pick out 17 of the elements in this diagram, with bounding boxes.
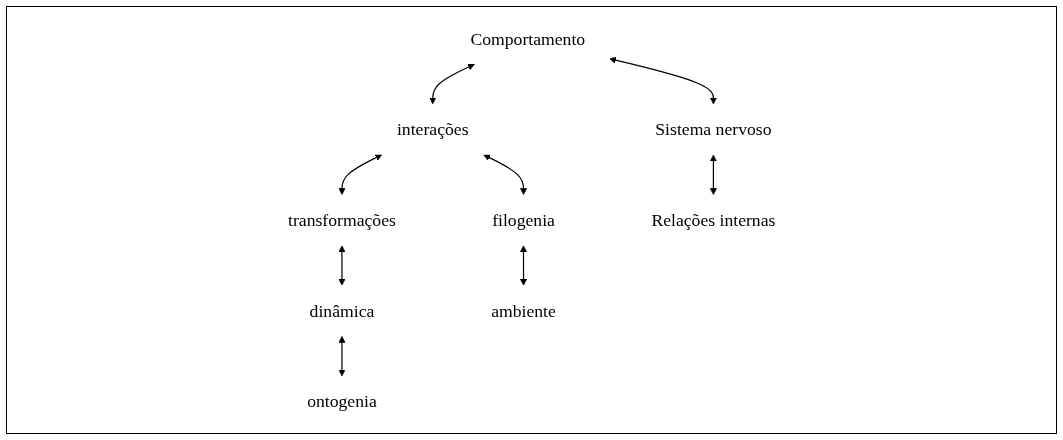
arrow xyxy=(338,245,346,286)
arrow xyxy=(428,63,475,105)
node-text: transformações xyxy=(287,209,396,231)
arrow xyxy=(519,245,527,286)
arrow xyxy=(609,56,717,105)
node-text: filogenia xyxy=(491,209,555,231)
node-text: Sistema nervoso xyxy=(655,119,772,140)
arrow xyxy=(338,335,346,377)
node-text: Relações internas xyxy=(651,209,776,231)
arrow xyxy=(338,154,382,196)
node-text: ontogenia xyxy=(306,391,377,412)
node-text: ambiente xyxy=(490,300,556,321)
node-text: interações xyxy=(396,119,469,140)
node-text: dinâmica xyxy=(309,300,375,321)
arrow xyxy=(483,154,527,196)
arrow xyxy=(709,154,717,196)
node-text: Comportamento xyxy=(470,28,585,49)
